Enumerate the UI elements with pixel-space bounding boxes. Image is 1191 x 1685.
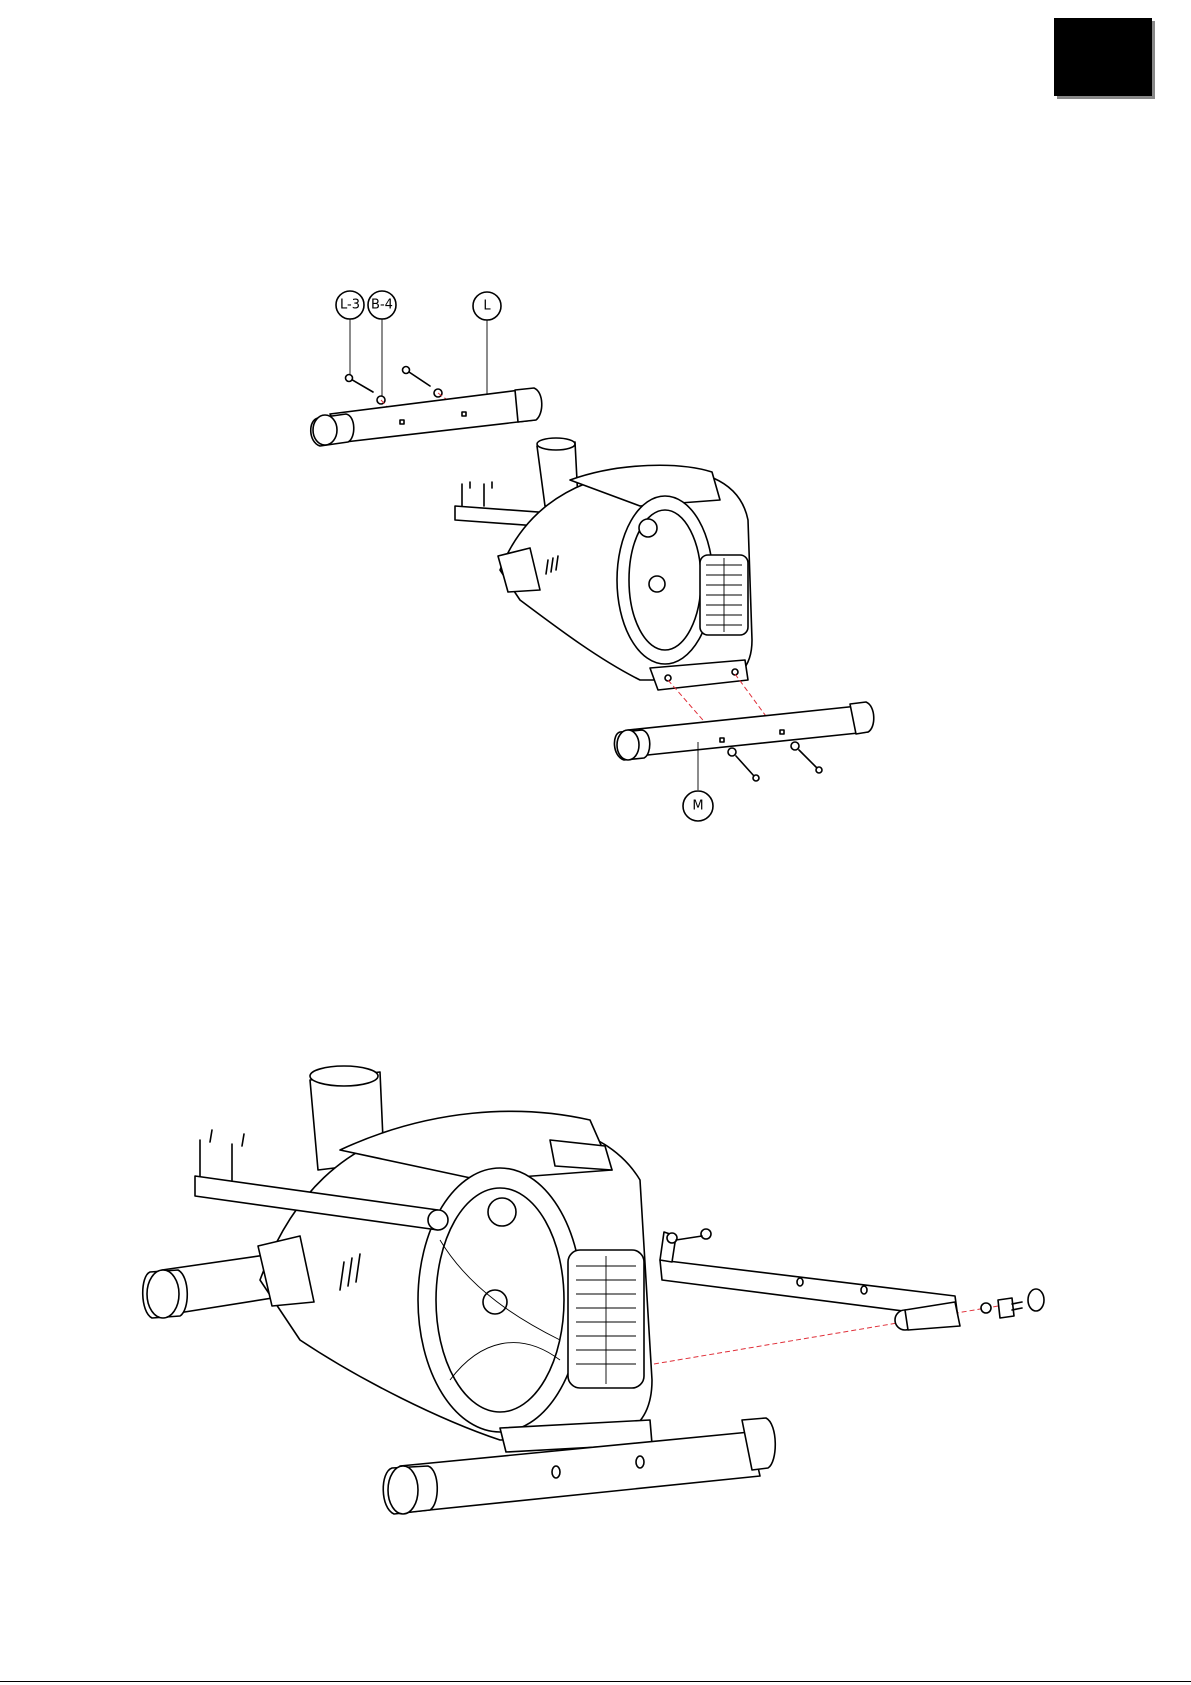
callout-l3: L-3 [336, 291, 364, 378]
callout-b4-label: B-4 [371, 298, 393, 313]
callout-b4: B-4 [368, 291, 396, 400]
trainer-body-step1 [455, 438, 782, 742]
hardware-set [981, 1289, 1044, 1318]
step-2-diagram [143, 1066, 1044, 1514]
callout-l3-label: L-3 [340, 298, 360, 313]
callout-m-label: M [692, 799, 703, 814]
bolts-m [728, 742, 822, 781]
front-stabilizer [383, 1418, 775, 1514]
bolt-l3-right [403, 367, 443, 398]
page-bottom-rule [0, 1681, 1191, 1682]
stabilizer-l [311, 388, 542, 446]
pedal-rail-arm [660, 1229, 960, 1330]
stabilizer-m [614, 702, 873, 760]
callout-m: M [683, 742, 713, 821]
step-1-diagram: L-3 B-4 L [311, 291, 874, 821]
callout-l-label: L [483, 299, 491, 314]
bolt-l3-left [346, 375, 386, 405]
